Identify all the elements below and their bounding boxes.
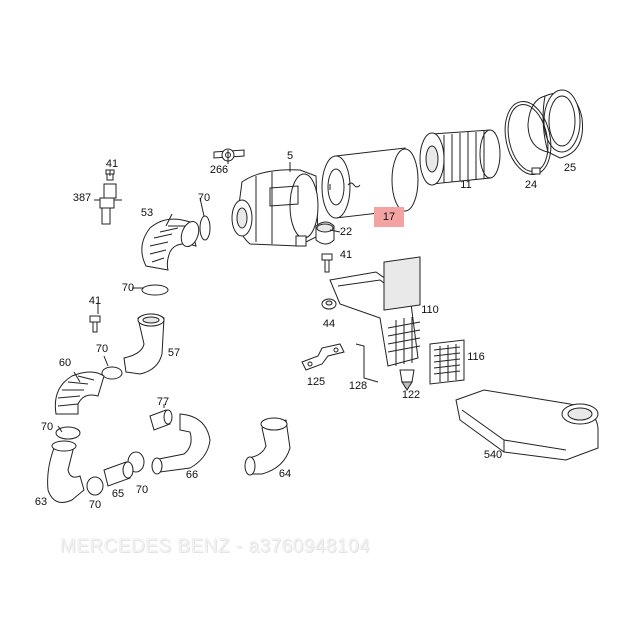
callout-41: 41 (88, 295, 102, 307)
callout-266: 266 (209, 164, 229, 176)
callout-116: 116 (467, 351, 485, 363)
callout-44: 44 (322, 318, 336, 330)
callout-70: 70 (135, 484, 149, 496)
callout-66: 66 (185, 469, 199, 481)
sleeve-65 (103, 461, 134, 487)
elbow-63 (47, 440, 85, 503)
rod-128 (355, 343, 379, 383)
filter-element-11 (419, 129, 501, 186)
callout-5: 5 (286, 150, 294, 162)
callout-77: 77 (156, 396, 170, 408)
callout-57: 57 (167, 347, 181, 359)
callout-70: 70 (121, 282, 135, 294)
callout-24: 24 (524, 179, 538, 191)
corrugated-hose-53 (141, 218, 200, 271)
air-filter-housing-5 (231, 169, 319, 247)
filter-element-17 (321, 147, 419, 219)
callout-22: 22 (339, 226, 353, 238)
callout-53: 53 (140, 207, 154, 219)
valve-122 (399, 369, 415, 391)
clamp-ring-24 (504, 101, 552, 175)
sleeve-77 (149, 409, 173, 431)
callout-65: 65 (111, 488, 125, 500)
elbow-57 (123, 313, 165, 375)
callout-70: 70 (88, 499, 102, 511)
duct-540 (455, 389, 599, 461)
bracket-266 (213, 148, 245, 162)
callout-70: 70 (95, 343, 109, 355)
callout-110: 110 (421, 304, 439, 316)
callout-25: 25 (563, 162, 577, 174)
watermark: MERCEDES BENZ - a3760948104 (60, 536, 371, 557)
callout-128: 128 (348, 380, 368, 392)
callout-60: 60 (58, 357, 72, 369)
leader-lines (57, 150, 341, 433)
highlighted-callout-label: 17 (382, 211, 396, 223)
corrugated-hose-60 (54, 371, 105, 415)
highlighted-callout-17[interactable]: 17 (374, 207, 404, 227)
intake-duct-110 (329, 256, 421, 367)
rubber-cap-25 (527, 89, 584, 159)
callout-41: 41 (339, 249, 353, 261)
callout-63: 63 (34, 496, 48, 508)
callout-41: 41 (105, 158, 119, 170)
elbow-64 (244, 417, 291, 476)
callout-387: 387 (72, 192, 92, 204)
callout-70: 70 (40, 421, 54, 433)
callout-64: 64 (278, 468, 292, 480)
callout-70: 70 (197, 192, 211, 204)
callout-11: 11 (460, 179, 472, 191)
callout-122: 122 (401, 389, 421, 401)
valve-22 (315, 221, 335, 245)
hose-clamp-70 (55, 215, 211, 496)
callout-125: 125 (306, 376, 326, 388)
grille-116 (429, 339, 465, 385)
bracket-125 (301, 343, 345, 371)
pipe-66 (151, 413, 211, 475)
sensor-387 (94, 169, 122, 225)
callout-540: 540 (483, 449, 503, 461)
nut-44 (321, 298, 337, 310)
